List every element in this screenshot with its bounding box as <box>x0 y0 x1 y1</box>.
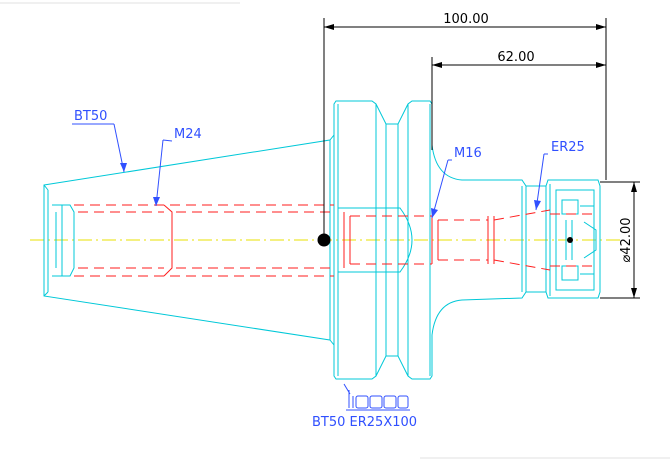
label-thread-large: M24 <box>174 127 202 142</box>
label-thread-small: M16 <box>454 146 482 161</box>
body <box>431 144 601 336</box>
label-collet-group <box>534 153 548 211</box>
hidden-bore <box>74 204 598 277</box>
label-taper: BT50 <box>74 109 107 124</box>
label-collet: ER25 <box>551 140 585 155</box>
dimension-diameter-value: ⌀42.00 <box>619 217 634 262</box>
dimension-diameter <box>600 181 640 299</box>
label-thread-large-group <box>153 139 173 207</box>
label-thread-small-group <box>431 159 452 219</box>
part-caption: BT50 ER25X100 <box>312 415 417 430</box>
label-taper-group <box>72 123 127 173</box>
flange <box>329 100 433 380</box>
dimension-collet-length: 62.00 <box>497 50 534 65</box>
dimension-overall-length: 100.00 <box>443 12 489 27</box>
center-mark-right <box>567 237 573 243</box>
dimension-collet <box>431 57 606 150</box>
dimension-overall <box>323 18 607 238</box>
iscar-logo <box>343 383 410 411</box>
